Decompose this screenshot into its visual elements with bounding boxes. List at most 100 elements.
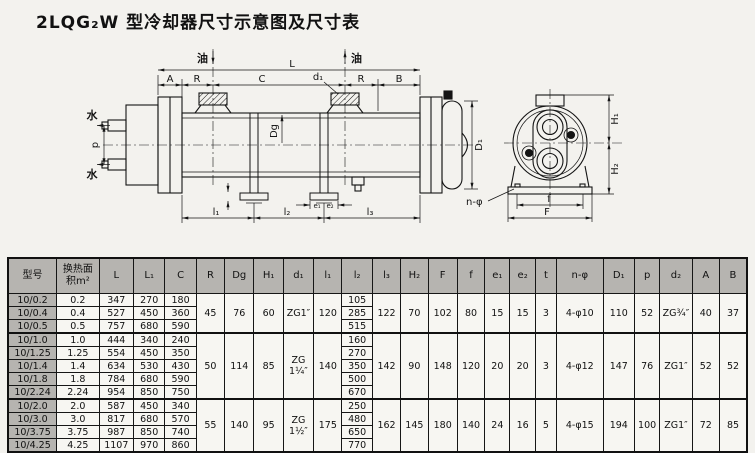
dim-l3: l₃: [367, 207, 374, 218]
cell-H1: 85: [253, 332, 284, 400]
column-header: t: [534, 257, 558, 294]
cell-L: 554: [98, 346, 135, 360]
cell-l2: 105: [341, 293, 373, 307]
cell-C: 240: [164, 332, 197, 347]
cell-area: 3.0: [56, 412, 100, 426]
cell-H2: 145: [400, 398, 429, 453]
drain-plug: [351, 176, 365, 192]
cell-l2: 285: [341, 306, 373, 320]
cell-model: 10/2.0: [7, 398, 58, 413]
column-header: l₂: [341, 257, 373, 294]
cell-l2: 515: [341, 319, 373, 334]
cell-area: 2.24: [56, 385, 100, 400]
dim-d1: d₁: [313, 72, 323, 83]
column-header: p: [633, 257, 661, 294]
cell-l3: 162: [371, 398, 402, 453]
column-header: H₂: [400, 257, 429, 294]
cell-L1: 850: [132, 425, 166, 439]
cell-Dg: 140: [224, 398, 255, 453]
cell-model: 10/1.0: [7, 332, 58, 347]
oil-label-right: 油: [351, 51, 362, 65]
cell-Dg: 114: [224, 332, 255, 400]
cell-area: 1.0: [56, 332, 100, 347]
cell-L: 444: [98, 332, 135, 347]
dim-C: C: [259, 74, 266, 85]
cell-f: 140: [456, 398, 486, 453]
cell-H1: 60: [253, 293, 284, 334]
cell-F: 180: [427, 398, 458, 453]
cell-l1: 175: [313, 398, 343, 453]
side-dimensions: [97, 51, 478, 223]
cell-model: 10/3.0: [7, 412, 58, 426]
cell-f: 80: [456, 293, 486, 334]
column-header: H₁: [253, 257, 284, 294]
cell-d2: ZG1″: [659, 332, 693, 400]
cell-model: 10/1.25: [7, 346, 58, 360]
column-header: 型号: [7, 257, 58, 294]
cooler-end-view: [487, 89, 622, 222]
cell-area: 0.4: [56, 306, 100, 320]
cell-area: 1.8: [56, 372, 100, 386]
cell-Dg: 76: [224, 293, 255, 334]
water-label-bottom: 水: [87, 167, 99, 181]
dim-H2: H₂: [610, 163, 621, 175]
cell-B: 85: [718, 398, 748, 453]
cell-C: 180: [164, 293, 197, 307]
cell-model: 10/2.24: [7, 385, 58, 400]
cell-e2: 20: [509, 332, 536, 400]
column-header: d₂: [659, 257, 693, 294]
cell-L1: 270: [132, 293, 166, 307]
cell-nphi: 4-φ15: [556, 398, 604, 453]
cell-H2: 70: [400, 293, 429, 334]
cell-L: 634: [98, 359, 135, 373]
dim-F: F: [544, 207, 550, 218]
dim-e2: e₂: [326, 202, 333, 210]
dim-n-phi: n-φ: [466, 197, 483, 208]
dim-R-right: R: [358, 74, 365, 85]
cell-H2: 90: [400, 332, 429, 400]
dim-p: p: [90, 142, 101, 148]
end-cover: [419, 90, 469, 194]
column-header: F: [427, 257, 458, 294]
cell-t: 5: [534, 398, 558, 453]
centerlines: [103, 49, 478, 185]
cell-f: 120: [456, 332, 486, 400]
column-header: D₁: [602, 257, 635, 294]
cell-l2: 650: [341, 425, 373, 439]
cell-nphi: 4-φ12: [556, 332, 604, 400]
cell-p: 76: [633, 332, 661, 400]
cell-L1: 680: [132, 412, 166, 426]
cell-C: 360: [164, 306, 197, 320]
cell-C: 340: [164, 398, 197, 413]
dim-B: B: [396, 74, 403, 85]
bolt-dot: [524, 148, 534, 158]
cell-L: 954: [98, 385, 135, 400]
column-header: f: [456, 257, 486, 294]
cell-model: 10/1.8: [7, 372, 58, 386]
dim-Dg: Dg: [269, 124, 280, 138]
oil-label-left: 油: [197, 51, 208, 65]
column-header: C: [164, 257, 197, 294]
cell-area: 3.75: [56, 425, 100, 439]
column-header: Dg: [224, 257, 255, 294]
cell-l2: 270: [341, 346, 373, 360]
cell-C: 590: [164, 319, 197, 334]
column-header: e₂: [509, 257, 536, 294]
cell-l2: 350: [341, 359, 373, 373]
dim-L: L: [289, 59, 295, 70]
oil-port-left: [193, 92, 233, 114]
cell-L1: 680: [132, 372, 166, 386]
cell-A: 40: [691, 293, 720, 334]
cell-p: 100: [633, 398, 661, 453]
cell-C: 350: [164, 346, 197, 360]
cell-model: 10/0.5: [7, 319, 58, 334]
page-title: 2LQG₂W 型冷却器尺寸示意图及尺寸表: [36, 13, 361, 33]
cell-area: 4.25: [56, 438, 100, 453]
column-header: e₁: [484, 257, 511, 294]
cell-D1: 194: [602, 398, 635, 453]
cell-C: 860: [164, 438, 197, 453]
